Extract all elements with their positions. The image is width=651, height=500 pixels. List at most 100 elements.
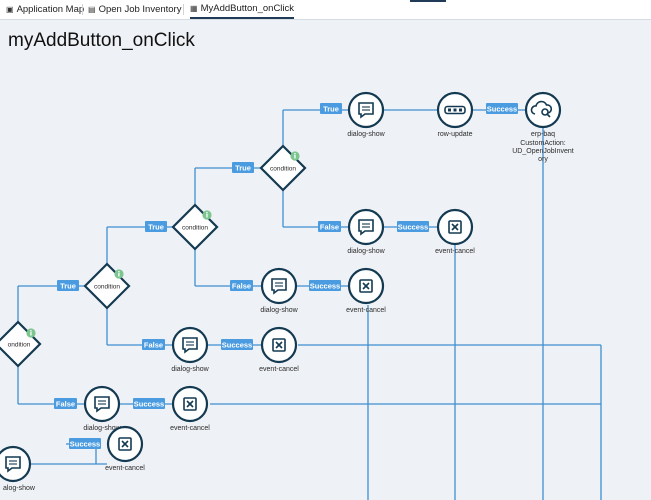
dialog-show-node[interactable]: alog-show <box>0 445 36 492</box>
edge-label-success: Success <box>221 339 253 350</box>
tab-label: MyAddButton_onClick <box>200 3 295 14</box>
sitemap-icon: ▣ <box>6 5 14 14</box>
svg-text:False: False <box>144 341 163 350</box>
svg-text:row-update: row-update <box>437 131 472 138</box>
cancel-icon <box>272 338 286 352</box>
edge-label-success: Success <box>69 438 101 449</box>
chat-icon <box>94 396 110 413</box>
edge-label-success: Success <box>397 221 429 232</box>
svg-text:False: False <box>56 400 75 409</box>
tab-label: Application Map <box>16 4 85 15</box>
svg-text:alog-show: alog-show <box>3 485 36 492</box>
info-icon <box>290 151 300 161</box>
chat-icon <box>5 456 21 473</box>
svg-text:ondition: ondition <box>8 342 31 349</box>
event-cancel-node[interactable]: event-cancel <box>435 208 475 255</box>
edge-label-false: False <box>54 398 77 409</box>
condition-node[interactable]: ondition i <box>0 320 42 368</box>
event-cancel-node[interactable]: event-cancel <box>259 326 299 373</box>
dialog-show-node[interactable]: dialog-show <box>83 385 122 432</box>
condition-node[interactable]: condition i <box>259 144 307 192</box>
dialog-show-node[interactable]: dialog-show <box>260 267 299 314</box>
condition-node[interactable]: condition i <box>171 203 219 251</box>
cancel-icon <box>448 220 462 234</box>
svg-text:Success: Success <box>398 223 428 232</box>
tab-myaddbutton-onclick[interactable]: ▦ MyAddButton_onClick <box>190 0 295 19</box>
svg-text:Success: Success <box>222 341 252 350</box>
svg-text:ory: ory <box>538 156 548 163</box>
info-icon <box>26 328 36 338</box>
chat-icon <box>358 219 374 236</box>
edge-label-true: True <box>145 221 167 232</box>
svg-text:Success: Success <box>487 105 517 114</box>
tab-divider <box>183 4 184 15</box>
page-title: myAddButton_onClick <box>8 30 195 51</box>
info-icon <box>114 269 124 279</box>
svg-text:True: True <box>235 164 251 173</box>
condition-node[interactable]: condition i <box>83 262 131 310</box>
svg-text:Success: Success <box>70 440 100 449</box>
chat-icon <box>358 102 374 119</box>
cancel-icon <box>118 437 132 451</box>
chat-icon <box>182 337 198 354</box>
svg-text:event-cancel: event-cancel <box>435 248 475 255</box>
chat-icon <box>271 278 287 295</box>
svg-text:event-cancel: event-cancel <box>259 366 299 373</box>
edge-label-success: Success <box>486 103 518 114</box>
svg-text:condition: condition <box>182 225 208 232</box>
svg-text:False: False <box>320 223 339 232</box>
tab-bar: ▣ Application Map ▤ Open Job Inventory ▦… <box>0 0 651 20</box>
row-update-icon <box>444 105 466 115</box>
edge-label-false: False <box>142 339 165 350</box>
tab-application-map[interactable]: ▣ Application Map <box>6 0 84 19</box>
row-update-node[interactable]: row-update <box>436 91 474 138</box>
erp-baq-node[interactable]: erp-baq CustomAction: UD_OpenJobInvent o… <box>512 91 574 163</box>
svg-text:dialog-show: dialog-show <box>347 131 385 138</box>
event-cancel-node[interactable]: event-cancel <box>170 385 210 432</box>
dialog-show-node[interactable]: dialog-show <box>347 91 386 138</box>
svg-text:erp-baq: erp-baq <box>531 131 555 138</box>
svg-text:event-cancel: event-cancel <box>170 425 210 432</box>
tab-open-job-inventory[interactable]: ▤ Open Job Inventory <box>88 0 181 19</box>
event-cancel-node[interactable]: event-cancel <box>346 267 386 314</box>
svg-text:dialog-show: dialog-show <box>171 366 209 373</box>
svg-text:True: True <box>323 105 339 114</box>
svg-text:i: i <box>118 271 120 279</box>
svg-text:event-cancel: event-cancel <box>105 465 145 472</box>
scroll-marker <box>410 0 446 2</box>
svg-text:event-cancel: event-cancel <box>346 307 386 314</box>
svg-text:dialog-show: dialog-show <box>260 307 298 314</box>
svg-text:i: i <box>30 330 32 338</box>
edge-label-true: True <box>320 103 342 114</box>
cloud-search-icon <box>530 100 553 118</box>
svg-text:Success: Success <box>134 400 164 409</box>
edge-label-false: False <box>318 221 341 232</box>
dialog-show-node[interactable]: dialog-show <box>347 208 386 255</box>
cancel-icon <box>183 397 197 411</box>
svg-text:True: True <box>60 282 76 291</box>
cancel-icon <box>359 279 373 293</box>
edge-label-success: Success <box>133 398 165 409</box>
svg-text:CustomAction:: CustomAction: <box>520 140 566 147</box>
svg-text:dialog-show: dialog-show <box>347 248 385 255</box>
tab-divider <box>82 4 83 15</box>
tab-label: Open Job Inventory <box>98 4 182 15</box>
edge-label-false: False <box>230 280 253 291</box>
svg-text:dialog-show: dialog-show <box>83 425 121 432</box>
page-icon: ▤ <box>88 5 96 14</box>
info-icon <box>202 210 212 220</box>
svg-text:condition: condition <box>94 284 120 291</box>
dialog-show-node[interactable]: dialog-show <box>171 326 210 373</box>
svg-text:i: i <box>294 153 296 161</box>
svg-text:condition: condition <box>270 166 296 173</box>
svg-text:UD_OpenJobInvent: UD_OpenJobInvent <box>512 148 574 155</box>
svg-text:Success: Success <box>310 282 340 291</box>
svg-text:i: i <box>206 212 208 220</box>
flow-icon: ▦ <box>190 4 198 13</box>
event-cancel-node[interactable]: event-cancel <box>105 425 145 472</box>
edge-label-true: True <box>57 280 79 291</box>
svg-text:True: True <box>148 223 164 232</box>
svg-text:False: False <box>232 282 251 291</box>
edge-label-success: Success <box>309 280 341 291</box>
